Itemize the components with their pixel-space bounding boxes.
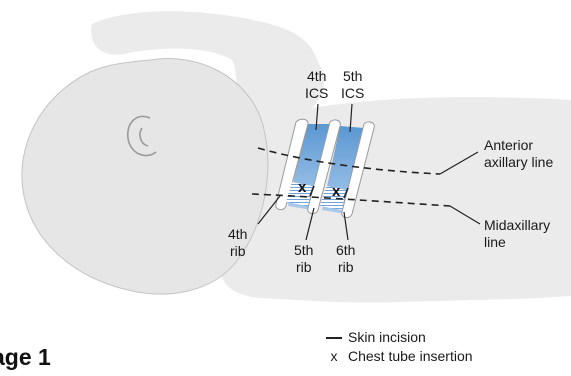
chest-tube-x-5: x <box>332 183 341 200</box>
chest-tube-x-4: x <box>298 179 307 196</box>
torso-shape <box>218 97 571 302</box>
legend-chest-tube: x Chest tube insertion <box>326 347 473 366</box>
legend: Skin incision x Chest tube insertion <box>326 328 473 366</box>
legend-skin-incision: Skin incision <box>326 328 473 347</box>
image-caption: age 1 <box>0 344 51 371</box>
chest-tube-swatch: x <box>326 347 342 366</box>
skin-incision-swatch <box>326 337 342 339</box>
legend-chest-tube-text: Chest tube insertion <box>348 347 473 366</box>
legend-skin-incision-text: Skin incision <box>348 328 426 347</box>
